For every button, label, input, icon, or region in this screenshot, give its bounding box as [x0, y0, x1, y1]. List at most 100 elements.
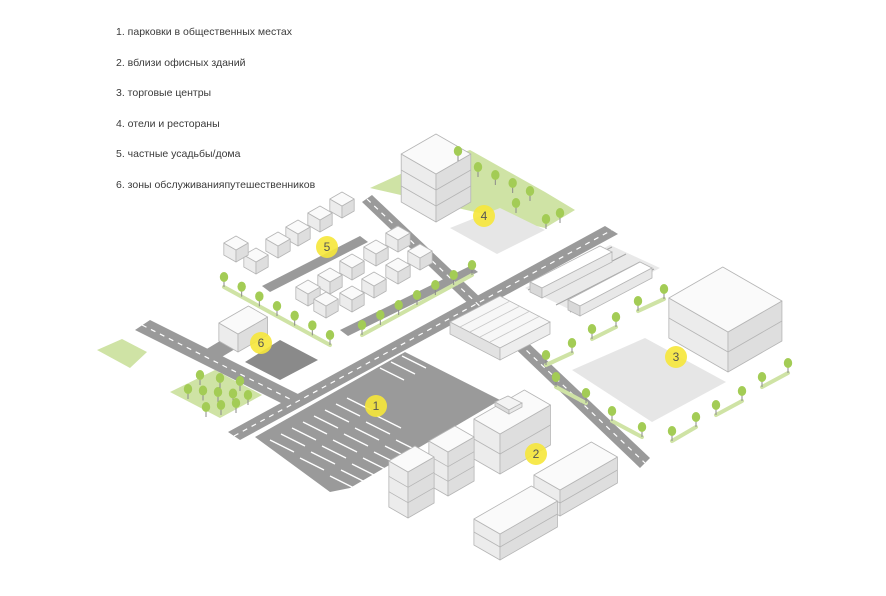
- tree-icon: [607, 406, 617, 421]
- lot-mall: [572, 338, 726, 422]
- building-mall: [668, 266, 783, 373]
- tree-icon: [412, 290, 422, 305]
- svg-text:5: 5: [324, 240, 331, 254]
- tree-icon: [431, 280, 440, 295]
- svg-text:3: 3: [673, 350, 680, 364]
- market-hall: [449, 295, 551, 361]
- house-13: [361, 271, 387, 299]
- svg-text:2: 2: [533, 447, 540, 461]
- house-6: [265, 231, 291, 259]
- tree-icon: [219, 272, 229, 287]
- marker-2[interactable]: 2: [525, 443, 547, 465]
- house-16: [313, 291, 339, 319]
- house-14: [339, 285, 365, 313]
- car-icon: [494, 395, 523, 415]
- train-icon: [529, 245, 653, 317]
- tree-icon: [567, 338, 577, 353]
- tree-icon: [235, 376, 245, 391]
- tree-icon: [357, 320, 367, 335]
- house-15: [295, 279, 321, 307]
- tree-icon: [195, 370, 205, 385]
- building-hotel: [400, 133, 472, 223]
- tree-icon: [215, 373, 225, 388]
- lot-service: [245, 340, 318, 380]
- house-10: [317, 267, 343, 295]
- tree-icon: [667, 426, 677, 441]
- tree-icon: [757, 372, 767, 387]
- tree-icon: [467, 260, 477, 275]
- marker-5[interactable]: 5: [316, 236, 338, 258]
- tree-icon: [711, 400, 721, 415]
- tree-icon: [508, 178, 517, 193]
- tree-icon: [394, 300, 403, 315]
- legend-item-3: 3. торговые центры: [116, 87, 212, 99]
- tree-icon: [737, 386, 747, 401]
- tree-icon: [551, 372, 561, 387]
- tree-icon: [453, 146, 463, 161]
- svg-text:6: 6: [258, 336, 265, 350]
- svg-text:4: 4: [481, 209, 488, 223]
- tree-icon: [783, 358, 793, 373]
- house-8: [363, 239, 389, 267]
- house-12: [385, 257, 411, 285]
- tree-icon: [449, 270, 458, 285]
- tree-icon: [587, 324, 597, 339]
- park-west: [97, 339, 147, 368]
- tree-icon: [308, 320, 317, 336]
- marker-4[interactable]: 4: [473, 205, 495, 227]
- building-office-c: [388, 445, 435, 519]
- tree-icon: [272, 301, 282, 316]
- marker-1[interactable]: 1: [365, 395, 387, 417]
- tree-icon: [691, 412, 701, 427]
- tree-icon: [237, 281, 246, 297]
- tree-icon: [231, 398, 241, 413]
- tree-icon: [213, 387, 223, 402]
- tree-icon: [525, 186, 535, 201]
- svg-text:1: 1: [373, 399, 380, 413]
- house-11: [407, 243, 433, 271]
- legend-item-6: 6. зоны обслуживанияпутешественников: [116, 178, 316, 191]
- tree-icon: [633, 296, 643, 311]
- house-4: [243, 247, 269, 275]
- parking-bays: [269, 337, 460, 489]
- road-inner: [340, 266, 478, 336]
- trees: [183, 146, 793, 443]
- legend-item-2: 2. вблизи офисных зданий: [116, 56, 246, 69]
- tree-icon: [555, 208, 565, 223]
- legend-item-4: 4. отели и рестораны: [116, 117, 220, 130]
- tree-icon: [290, 310, 299, 326]
- tree-icon: [473, 162, 483, 177]
- tree-icon: [659, 284, 669, 299]
- tree-icon: [611, 312, 621, 327]
- buildings: [218, 133, 783, 561]
- rail-bed: [525, 245, 660, 312]
- parking-lot-road: [255, 352, 500, 492]
- railway: [525, 245, 660, 317]
- tree-icon: [581, 388, 591, 403]
- tree-icon: [491, 170, 500, 185]
- house-2: [307, 205, 333, 233]
- tree-icon: [325, 330, 335, 345]
- house-7: [385, 225, 411, 253]
- legend-list: 1. парковки в общественных местах 2. вбл…: [116, 26, 315, 209]
- house-5: [223, 235, 249, 263]
- tree-icon: [243, 390, 253, 405]
- building-office-b: [428, 425, 475, 497]
- tree-icon: [541, 214, 551, 229]
- tree-icon: [637, 422, 647, 437]
- tree-icon: [255, 291, 264, 307]
- tree-icon: [183, 384, 193, 399]
- house-1: [329, 191, 355, 219]
- house-9: [339, 253, 365, 281]
- tree-icon: [198, 385, 208, 401]
- road-houses: [262, 236, 368, 292]
- house-3: [285, 219, 311, 247]
- tree-icon: [541, 350, 551, 365]
- tree-icon: [216, 400, 226, 415]
- legend-item-5: 5. частные усадьбы/дома: [116, 148, 241, 160]
- marker-6[interactable]: 6: [250, 332, 272, 354]
- marker-3[interactable]: 3: [665, 346, 687, 368]
- tree-icon: [376, 310, 385, 325]
- legend-item-1: 1. парковки в общественных местах: [116, 26, 293, 38]
